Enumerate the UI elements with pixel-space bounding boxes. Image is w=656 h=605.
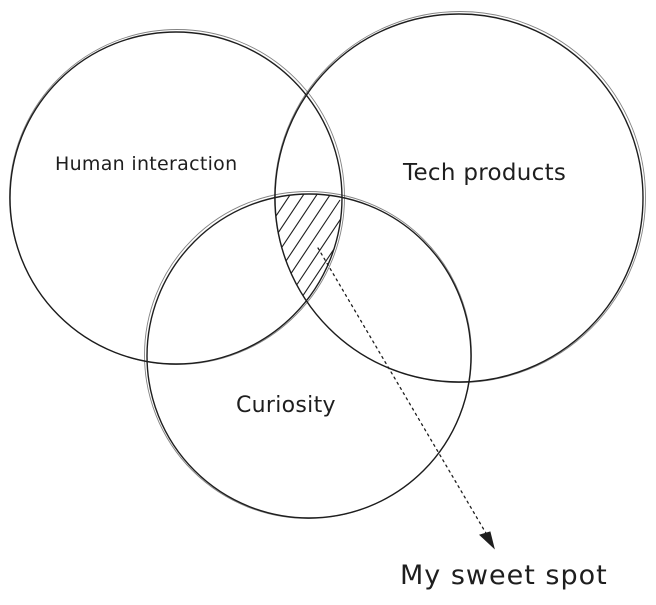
curiosity-label: Curiosity (236, 393, 336, 418)
curiosity-circle (144, 191, 472, 519)
human-interaction-label: Human interaction (55, 153, 238, 175)
human-interaction-circle (9, 29, 345, 365)
tech-products-label: Tech products (403, 160, 567, 186)
tech-products-circle (274, 11, 646, 383)
sweet-spot-label: My sweet spot (400, 560, 608, 591)
arrow-head-icon (479, 531, 495, 550)
sweet-spot-hatch (275, 194, 342, 331)
callout-arrow (317, 247, 491, 541)
